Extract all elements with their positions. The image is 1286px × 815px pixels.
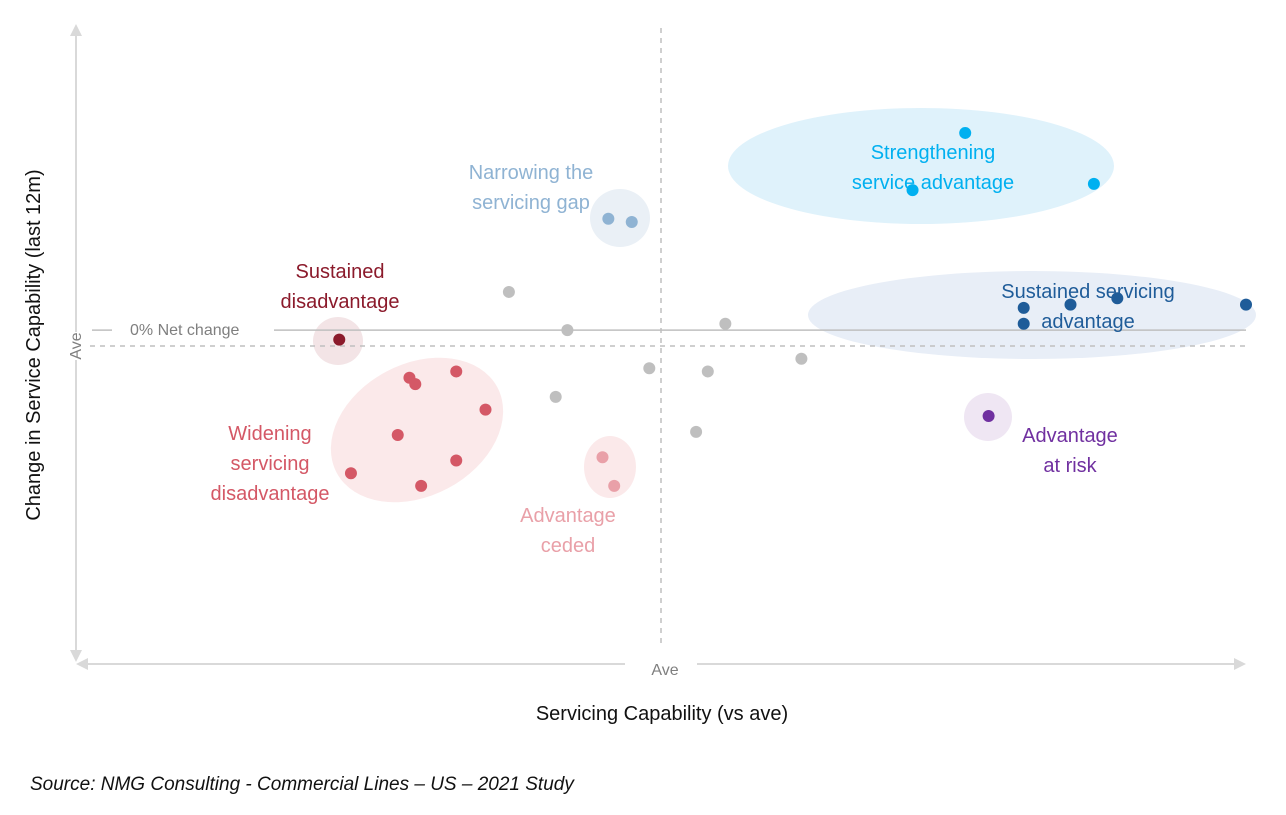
point-sustained-servicing-advantage (1240, 298, 1252, 311)
point-other (643, 362, 656, 375)
x-axis-left-arrow (76, 658, 88, 670)
group-label-line: servicing gap (472, 192, 590, 214)
zero-change-label: 0% Net change (130, 322, 240, 339)
point-other (795, 352, 808, 365)
group-label-line: Advantage (520, 505, 616, 527)
point-widening-servicing-disadvantage (415, 479, 428, 492)
point-widening-servicing-disadvantage (344, 467, 357, 480)
group-label-advantage-ceded: Advantage ceded (520, 505, 616, 557)
x-ave-label-bg (625, 652, 697, 676)
group-label-line: at risk (1043, 455, 1097, 477)
y-ave-label: Ave (68, 332, 85, 359)
group-label-sustained-servicing-advantage: Sustained servicing advantage (1001, 281, 1174, 333)
group-label-line: service advantage (852, 172, 1014, 194)
point-advantage-ceded (596, 451, 609, 464)
x-ave-label: Ave (651, 662, 678, 679)
point-widening-servicing-disadvantage (450, 365, 463, 378)
point-strengthening-service-advantage (959, 126, 972, 139)
point-other (701, 365, 714, 378)
group-shape-sustained-servicing-advantage (808, 271, 1256, 359)
point-widening-servicing-disadvantage (409, 378, 422, 391)
group-label-line: Widening (228, 423, 311, 445)
group-shape-widening-servicing-disadvantage (330, 357, 504, 503)
point-other (549, 390, 562, 403)
point-sustained-servicing-advantage (1017, 301, 1030, 314)
point-other (502, 285, 515, 298)
point-narrowing-the-servicing-gap (602, 212, 615, 225)
source-note: Source: NMG Consulting - Commercial Line… (30, 774, 574, 795)
group-label-line: ceded (541, 535, 596, 557)
point-other (690, 425, 703, 438)
point-widening-servicing-disadvantage (479, 403, 492, 416)
group-label-line: Advantage (1022, 425, 1118, 447)
group-shape-strengthening-service-advantage (728, 108, 1114, 224)
point-advantage-at-risk (982, 409, 995, 422)
group-labels: Strengthening service advantageSustained … (211, 142, 1175, 557)
y-ave-label-bg (66, 332, 86, 360)
x-axis-title: Servicing Capability (vs ave) (536, 703, 788, 725)
group-label-line: servicing (231, 453, 310, 475)
point-widening-servicing-disadvantage (450, 454, 463, 467)
group-label-line: disadvantage (211, 483, 330, 505)
point-sustained-servicing-advantage (1064, 298, 1077, 311)
data-points (333, 126, 1252, 492)
group-label-narrowing-the-servicing-gap: Narrowing the servicing gap (469, 162, 594, 214)
group-label-sustained-disadvantage: Sustained disadvantage (281, 261, 400, 313)
group-label-advantage-at-risk: Advantage at risk (1022, 425, 1118, 477)
group-label-line: Sustained servicing (1001, 281, 1174, 303)
group-label-line: advantage (1041, 311, 1134, 333)
point-strengthening-service-advantage (906, 184, 919, 197)
group-label-line: Narrowing the (469, 162, 594, 184)
group-shape-advantage-ceded (584, 436, 636, 498)
point-sustained-servicing-advantage (1111, 292, 1124, 305)
group-label-strengthening-service-advantage: Strengthening service advantage (852, 142, 1014, 194)
x-axis-right-arrow (1234, 658, 1246, 670)
y-axis-title: Change in Service Capability (last 12m) (23, 169, 45, 520)
group-label-line: Sustained (296, 261, 385, 283)
point-sustained-servicing-advantage (1017, 317, 1030, 330)
group-label-line: Strengthening (871, 142, 996, 164)
group-label-widening-servicing-disadvantage: Widening servicing disadvantage (211, 423, 330, 505)
point-advantage-ceded (608, 479, 621, 492)
point-widening-servicing-disadvantage (391, 429, 404, 442)
y-axis-bottom-arrow (70, 650, 82, 662)
point-sustained-disadvantage (333, 333, 346, 346)
point-strengthening-service-advantage (1087, 177, 1100, 190)
point-narrowing-the-servicing-gap (625, 215, 638, 228)
group-label-line: disadvantage (281, 291, 400, 313)
point-other (719, 317, 732, 330)
y-axis-top-arrow (70, 24, 82, 36)
group-shape-narrowing-the-servicing-gap (590, 189, 650, 247)
point-other (561, 324, 574, 337)
